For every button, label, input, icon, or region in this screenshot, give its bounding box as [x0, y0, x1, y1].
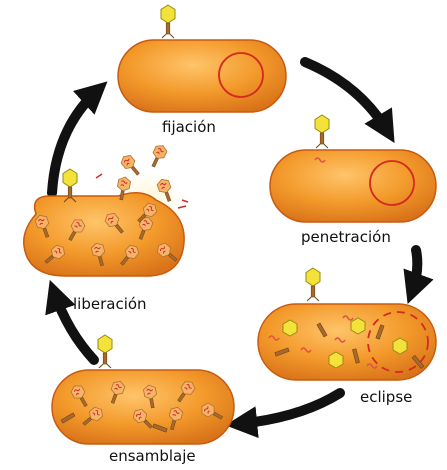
- cell-fijacion: [118, 5, 286, 112]
- label-ensamblaje: ensamblaje: [109, 449, 196, 464]
- phage-empty: [98, 335, 112, 368]
- phage-injecting: [315, 115, 329, 148]
- arrow-eclipse-to-ensamblaje: [238, 393, 340, 424]
- cell-penetracion: [270, 115, 436, 222]
- cell-liberacion: [24, 143, 188, 276]
- label-penetracion: penetración: [301, 230, 391, 245]
- label-eclipse: eclipse: [360, 390, 412, 405]
- phage-empty: [306, 268, 320, 301]
- arrow-penetracion-to-eclipse: [412, 250, 417, 292]
- phage-attached: [161, 5, 175, 38]
- cell-ensamblaje: [52, 335, 234, 444]
- label-fijacion: fijación: [162, 120, 216, 135]
- label-liberacion: liberación: [73, 297, 147, 312]
